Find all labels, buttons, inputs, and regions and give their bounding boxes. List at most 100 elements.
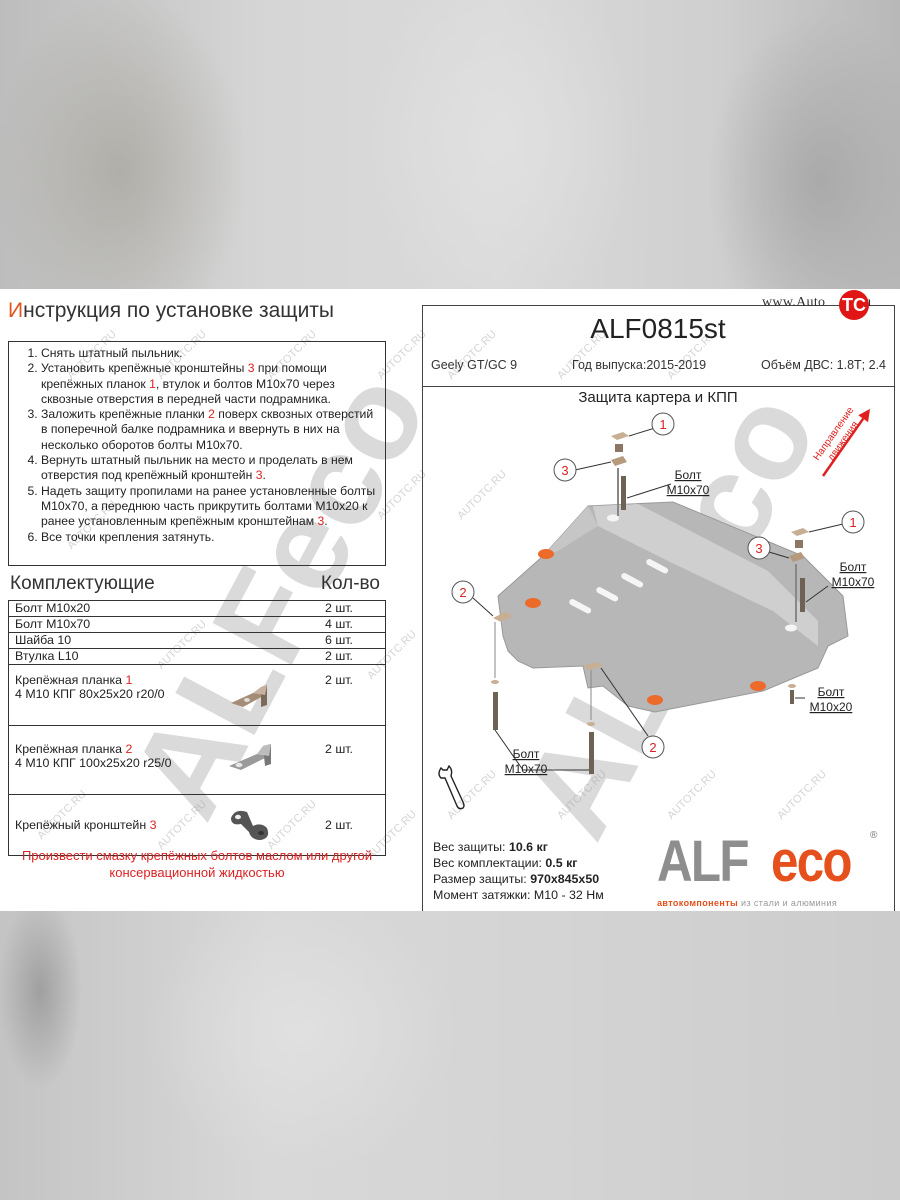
instruction-step: Все точки крепления затянуть. [41, 530, 379, 545]
component-spec: 4 М10 КПГ 100х25х20 r25/0 [15, 756, 172, 770]
instructions-title: Инструкция по установке защиты [8, 299, 334, 323]
component-qty: 2 шт. [293, 648, 386, 665]
instruction-sheet: ALFeco ALFeco AUTOTC.RU AUTOTC.RU AUTOTC… [0, 289, 900, 911]
component-qty: 2 шт. [293, 725, 386, 795]
components-table: Болт М10х20 2 шт. Болт М10х70 4 шт. Шайб… [8, 600, 386, 856]
torque: Момент затяжки: М10 - 32 Нм [433, 888, 604, 902]
svg-text:Болт: Болт [840, 560, 867, 574]
instruction-step: Заложить крепёжные планки 2 поверх сквоз… [41, 407, 379, 453]
logo-eco: eco [771, 829, 853, 894]
component-label: Крепёжный кронштейн [15, 818, 150, 832]
diagram-title: Защита картера и КПП [578, 389, 738, 406]
svg-text:2: 2 [459, 585, 466, 600]
product-panel: ALF0815st Geely GT/GC 9 Год выпуска:2015… [422, 305, 895, 911]
component-name: Втулка L10 [8, 648, 223, 665]
component-qty: 2 шт. [293, 600, 386, 617]
title-first-letter: И [8, 299, 24, 322]
part-number: 3 [247, 361, 255, 376]
instructions-box: Снять штатный пыльник.Установить крепёжн… [8, 341, 386, 566]
qty-header: Кол-во [320, 573, 380, 594]
bracket-plate-1-icon [223, 664, 293, 726]
svg-text:Болт: Болт [513, 747, 540, 761]
component-name: Болт М10х20 [8, 600, 223, 617]
part-number: 1 [149, 376, 156, 391]
component-label: Крепёжная планка [15, 742, 126, 756]
step-text: . [324, 514, 328, 529]
registered-mark: ® [870, 830, 878, 841]
svg-text:Болт: Болт [675, 468, 702, 482]
title-rest: нструкция по установке защиты [23, 299, 335, 322]
component-qty: 6 шт. [293, 632, 386, 649]
table-row: Шайба 10 6 шт. [8, 632, 386, 649]
component-name: Крепёжный кронштейн 3 [9, 795, 224, 856]
component-spec: 4 М10 КПГ 80х25х20 r20/0 [15, 687, 165, 701]
step-text: при помощи крепёжных планок [41, 361, 327, 391]
component-qty: 2 шт. [293, 664, 386, 726]
component-name: Шайба 10 [8, 632, 223, 649]
components-label: Комплектующие [10, 573, 155, 594]
production-years: Год выпуска:2015-2019 [572, 358, 707, 372]
table-row: Болт М10х20 2 шт. [8, 600, 386, 617]
component-label: Крепёжная планка [15, 673, 126, 687]
table-row: Втулка L10 2 шт. [8, 648, 386, 665]
kit-weight: Вес комплектации: 0.5 кг [433, 856, 578, 870]
step-text: Заложить крепёжные планки [41, 407, 209, 422]
bracket-plate-2-icon [223, 725, 293, 795]
svg-text:3: 3 [561, 463, 568, 478]
step-text: поверх сквозных отверстий в поперечной б… [41, 407, 374, 452]
part-number: 3 [255, 468, 263, 483]
brand-tagline: автокомпоненты из стали и алюминия [657, 898, 838, 908]
svg-text:2: 2 [649, 740, 656, 755]
specifications: Вес защиты: 10.6 кг Вес комплектации: 0.… [433, 839, 604, 903]
protection-size: Размер защиты: 970х845х50 [433, 872, 600, 886]
component-qty: 4 шт. [293, 616, 386, 633]
part-number: 2 [208, 407, 215, 422]
component-number: 1 [125, 673, 133, 687]
instruction-step: Надеть защиту пропилами на ранее установ… [41, 484, 379, 530]
component-name: Болт М10х70 [8, 616, 223, 633]
mounting-bracket-3-icon [223, 795, 293, 856]
instruction-step: Вернуть штатный пыльник на место и проде… [41, 453, 379, 484]
svg-text:М10х70: М10х70 [667, 483, 710, 497]
step-text: . [262, 468, 266, 483]
svg-text:1: 1 [659, 417, 666, 432]
vehicle-info: Geely GT/GC 9 Год выпуска:2015-2019 Объё… [431, 358, 886, 372]
lubrication-note: Произвести смазку крепёжных болтов масло… [21, 848, 373, 880]
svg-text:М10х70: М10х70 [832, 575, 875, 589]
step-text: Все точки крепления затянуть. [41, 529, 215, 544]
table-row: Крепёжный кронштейн 3 2 шт. [9, 795, 386, 856]
product-code: ALF0815st [590, 313, 726, 344]
component-number: 3 [149, 818, 157, 832]
orange-pad [750, 681, 766, 691]
table-row: Крепёжная планка 1 4 М10 КПГ 80х25х20 r2… [8, 664, 386, 726]
step-text: Снять штатный пыльник. [41, 346, 183, 360]
installation-diagram: 1 3 Болт М10х70 1 3 Болт М10х70 [438, 406, 875, 810]
svg-text:М10х70: М10х70 [505, 762, 548, 776]
direction-arrow [821, 408, 871, 477]
component-name: Крепёжная планка 1 4 М10 КПГ 80х25х20 r2… [8, 664, 223, 726]
instruction-step: Снять штатный пыльник. [41, 346, 379, 361]
car-model: Geely GT/GC 9 [431, 358, 518, 372]
step-text: Надеть защиту пропилами на ранее установ… [41, 483, 376, 529]
component-number: 2 [125, 742, 133, 756]
autotc-logo-icon: TC [839, 290, 869, 320]
orange-pad [538, 549, 554, 559]
part-number: 3 [317, 514, 325, 529]
blurred-background-bottom [0, 911, 900, 1200]
engine-volume: Объём ДВС: 1.8Т; 2.4 [761, 358, 886, 372]
blurred-background-top [0, 0, 900, 289]
orange-pad [525, 598, 541, 608]
table-row: Болт М10х70 4 шт. [8, 616, 386, 633]
alfeco-logo: ALF eco ® [657, 828, 877, 895]
step-text: Вернуть штатный пыльник на место и проде… [41, 453, 353, 483]
svg-text:Болт: Болт [818, 685, 845, 699]
svg-text:1: 1 [849, 515, 856, 530]
protection-weight: Вес защиты: 10.6 кг [433, 840, 548, 854]
wrench-icon [438, 764, 465, 810]
components-header: Комплектующие Кол-во [10, 573, 382, 595]
step-text: Установить крепёжные кронштейны [41, 361, 248, 376]
component-qty: 2 шт. [324, 818, 354, 832]
logo-alf: ALF [657, 829, 749, 894]
instruction-steps: Снять штатный пыльник.Установить крепёжн… [15, 346, 379, 545]
svg-text:М10х20: М10х20 [810, 700, 853, 714]
